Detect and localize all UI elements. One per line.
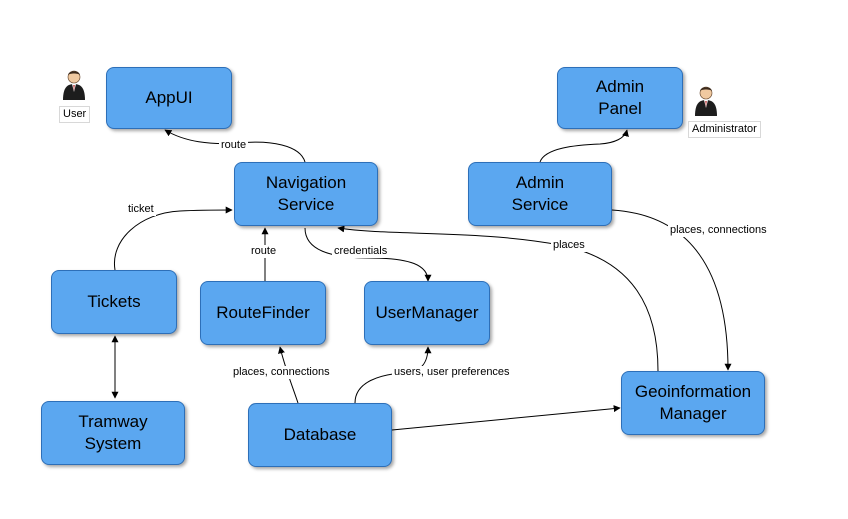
node-admin-service: Admin Service bbox=[468, 162, 612, 226]
edge-label-ticket: ticket bbox=[126, 203, 156, 216]
node-routefinder: RouteFinder bbox=[200, 281, 326, 345]
node-database: Database bbox=[248, 403, 392, 467]
edge-label-route-appui: route bbox=[219, 139, 249, 152]
edge-label-credentials: credentials bbox=[332, 245, 390, 258]
edge-label-users-prefs: users, user preferences bbox=[392, 366, 512, 379]
node-navigation-service: Navigation Service bbox=[234, 162, 378, 226]
person-icon bbox=[62, 70, 86, 100]
edge-label-places: places bbox=[551, 239, 587, 252]
edge-tickets-to-nav bbox=[113, 206, 233, 271]
edge-label-places-connections-admin: places, connections bbox=[668, 224, 769, 237]
edge-adminservice-to-geo bbox=[611, 209, 732, 371]
actor-label-administrator: Administrator bbox=[688, 121, 761, 138]
actor-label-user: User bbox=[59, 106, 91, 123]
node-tramway-system: Tramway System bbox=[41, 401, 185, 465]
node-tickets: Tickets bbox=[51, 270, 177, 334]
node-usermanager: UserManager bbox=[364, 281, 490, 345]
node-admin-panel: Admin Panel bbox=[557, 67, 683, 129]
edge-db-to-geo bbox=[391, 405, 621, 431]
person-icon bbox=[694, 86, 718, 116]
edge-adminservice-to-adminpanel bbox=[539, 129, 629, 163]
edge-label-places-connections-db: places, connections bbox=[231, 366, 332, 379]
node-appui: AppUI bbox=[106, 67, 232, 129]
edge-nav-to-usermanager bbox=[304, 227, 432, 282]
edge-label-route-routefinder: route bbox=[249, 245, 279, 258]
node-geoinformation-manager: Geoinformation Manager bbox=[621, 371, 765, 435]
